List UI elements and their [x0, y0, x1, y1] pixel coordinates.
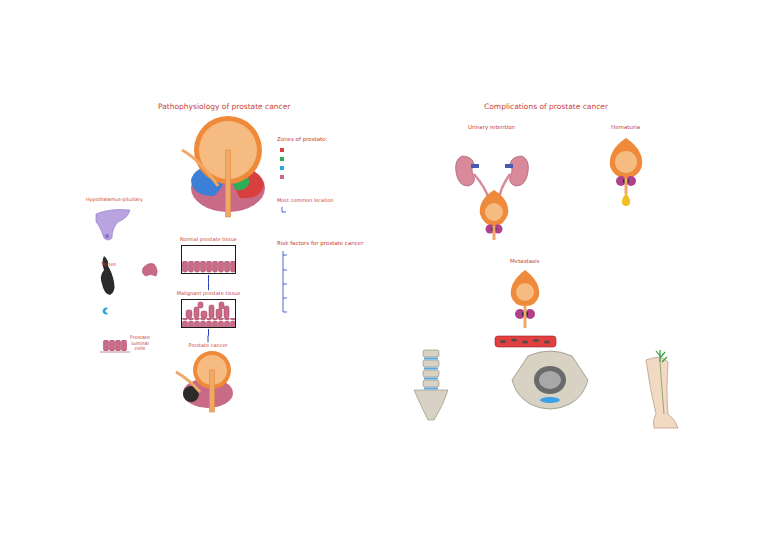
tissue-node: Normal prostate tissue [179, 237, 238, 274]
node-heading: Malignant prostate tissue [177, 291, 241, 297]
hematuria-figure [610, 138, 642, 206]
metastasis-figure [414, 270, 678, 428]
figure-area [175, 351, 241, 413]
annotation-label: Most common location [277, 198, 334, 204]
tissue-node: Malignant prostate tissue [176, 291, 242, 328]
urinary-retention-figure [456, 156, 529, 240]
complication-label: Hematuria [611, 124, 640, 130]
node-heading: Prostate cancer [188, 343, 227, 349]
tissue-box [181, 299, 236, 328]
tissue-box [181, 245, 236, 274]
diagram-title: Pathophysiology of prostate cancer [158, 103, 290, 112]
complication-label: Urinary retention [468, 124, 515, 130]
legend-heading: Zones of prostate: [277, 136, 327, 142]
prostate-zones-figure [182, 116, 265, 217]
part-label: Hypothalamus-pituitary [86, 197, 143, 203]
part-label: Prostate luminal cells [130, 335, 150, 352]
section-title: Complications of prostate cancer [484, 103, 608, 112]
bracket-label: Risk factors for prostate cancer [277, 240, 363, 246]
figure-node: Prostate cancer [175, 343, 241, 413]
connector-line [208, 275, 209, 290]
connector-line [208, 329, 210, 342]
part-label: Testes [101, 262, 116, 268]
prostate-cancer-figure [176, 351, 233, 412]
node-heading: Normal prostate tissue [180, 237, 237, 243]
complication-label: Metastasis [510, 258, 539, 264]
